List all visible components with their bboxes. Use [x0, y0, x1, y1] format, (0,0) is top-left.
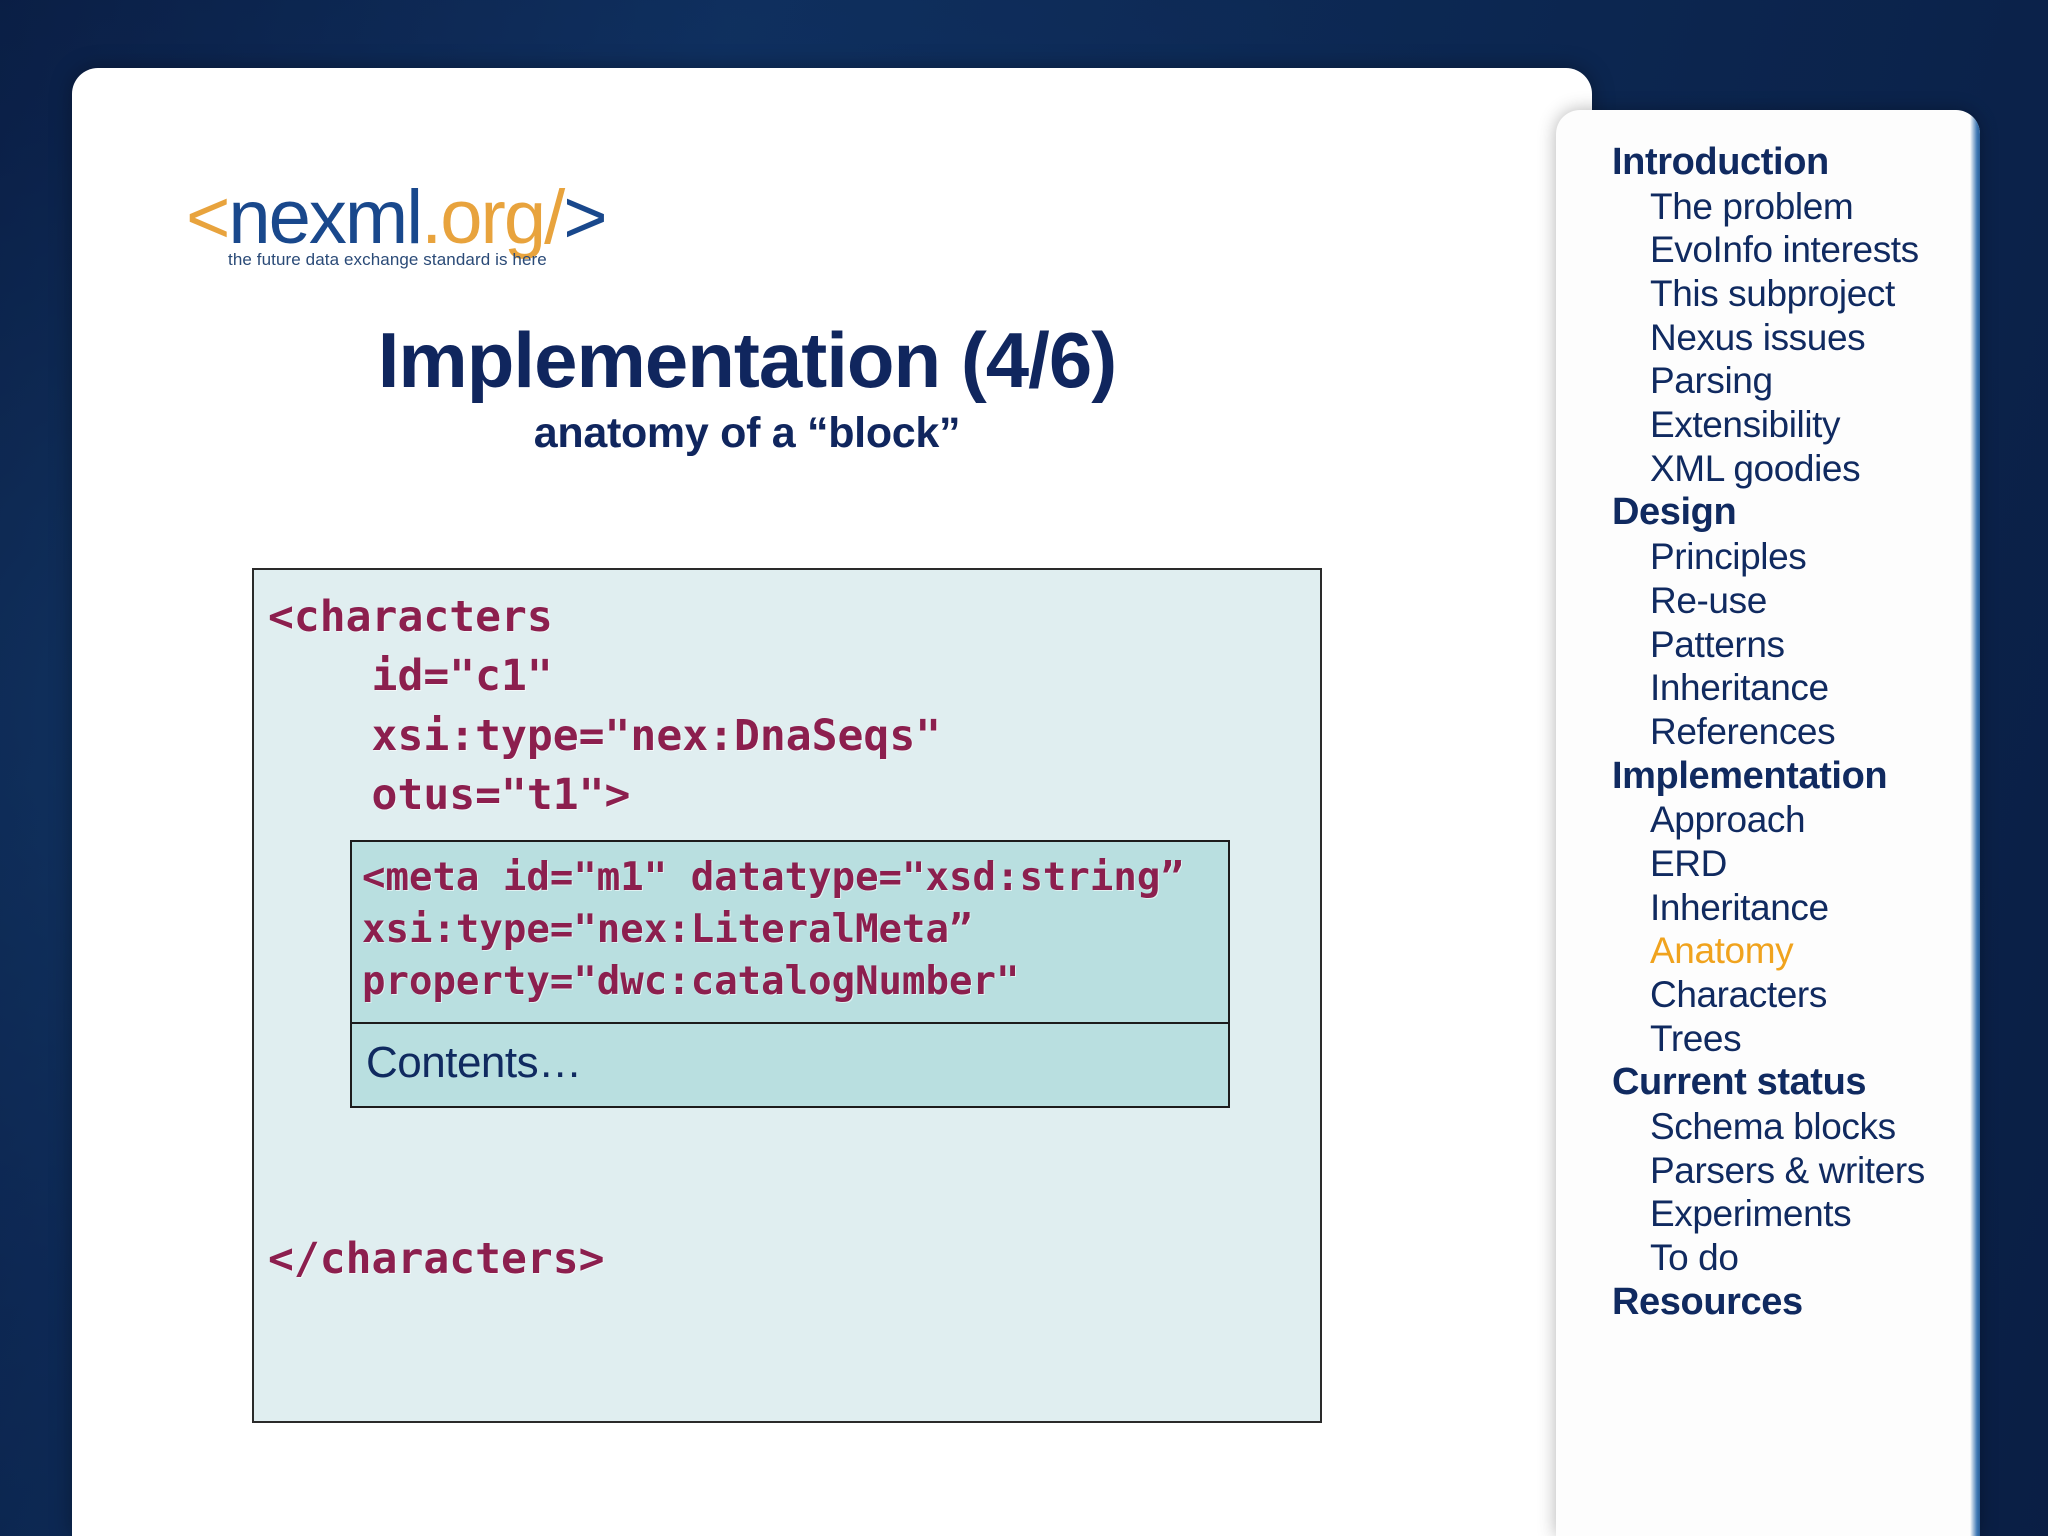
sidebar-item-to-do[interactable]: To do: [1650, 1237, 1739, 1279]
sidebar-section-implementation[interactable]: Implementation: [1612, 754, 1888, 797]
logo-tagline: the future data exchange standard is her…: [228, 250, 547, 269]
meta-contents-label: Contents…: [366, 1037, 582, 1087]
sidebar-item-approach[interactable]: Approach: [1650, 799, 1806, 841]
code-line: xsi:type="nex:LiteralMeta”: [362, 906, 973, 952]
code-line-closing: </characters>: [268, 1234, 605, 1284]
sidebar-section-current-status[interactable]: Current status: [1612, 1061, 1867, 1104]
closing-tag-wrap: </characters>: [254, 1230, 1320, 1289]
sidebar-item-re-use[interactable]: Re-use: [1650, 579, 1767, 621]
logo-angle-open-icon: <: [186, 175, 230, 260]
sidebar-item-schema-blocks[interactable]: Schema blocks: [1650, 1106, 1896, 1148]
sidebar-item-references[interactable]: References: [1650, 710, 1836, 752]
xml-code-block: <characters id="c1" xsi:type="nex:DnaSeq…: [252, 568, 1322, 1423]
main-slide-panel: <nexml.org/> the future data exchange st…: [72, 68, 1592, 1536]
sidebar-item-this-subproject[interactable]: This subproject: [1650, 273, 1895, 315]
meta-element-box: <meta id="m1" datatype="xsd:string” xsi:…: [350, 840, 1230, 1108]
sidebar-item-parsing[interactable]: Parsing: [1650, 360, 1773, 402]
sidebar-item-inheritance[interactable]: Inheritance: [1650, 667, 1829, 709]
code-line: property="dwc:catalogNumber": [362, 958, 1020, 1004]
meta-divider: [352, 1021, 1228, 1024]
sidebar-item-inheritance[interactable]: Inheritance: [1650, 886, 1829, 928]
sidebar-item-extensibility[interactable]: Extensibility: [1650, 404, 1841, 446]
sidebar-section-resources[interactable]: Resources: [1612, 1280, 1803, 1323]
title-group: Implementation (4/6) anatomy of a “block…: [72, 316, 1592, 458]
code-line: id="c1": [268, 651, 553, 702]
code-line: <meta id="m1" datatype="xsd:string”: [362, 855, 1184, 900]
sidebar-section-introduction[interactable]: Introduction: [1612, 141, 1829, 183]
logo-wordmark: <nexml.org/>: [186, 180, 706, 256]
code-line: xsi:type="nex:DnaSeqs": [268, 710, 942, 761]
sidebar-item-parsers-writers[interactable]: Parsers & writers: [1650, 1149, 1925, 1191]
meta-code-group: <meta id="m1" datatype="xsd:string” xsi:…: [352, 842, 1228, 1022]
sidebar-item-characters[interactable]: Characters: [1650, 973, 1827, 1015]
logo-slash-icon: /: [544, 175, 565, 260]
nexml-logo[interactable]: <nexml.org/> the future data exchange st…: [186, 180, 706, 270]
sidebar-item-principles[interactable]: Principles: [1650, 536, 1807, 578]
page-title: Implementation (4/6): [377, 316, 1117, 404]
sidebar-item-the-problem[interactable]: The problem: [1650, 185, 1854, 227]
sidebar-item-erd[interactable]: ERD: [1650, 843, 1727, 885]
sidebar-item-evoinfo-interests[interactable]: EvoInfo interests: [1650, 229, 1919, 271]
sidebar-section-design[interactable]: Design: [1612, 491, 1737, 534]
sidebar-item-trees[interactable]: Trees: [1650, 1017, 1742, 1059]
sidebar-item-patterns[interactable]: Patterns: [1650, 623, 1785, 665]
sidebar-item-nexus-issues[interactable]: Nexus issues: [1650, 316, 1866, 358]
sidebar-item-xml-goodies[interactable]: XML goodies: [1650, 447, 1861, 489]
logo-org-text: .org: [421, 175, 546, 260]
sidebar-item-experiments[interactable]: Experiments: [1650, 1193, 1852, 1235]
logo-name-text: nexml: [228, 175, 423, 260]
sidebar-item-anatomy[interactable]: Anatomy: [1650, 930, 1794, 972]
logo-angle-close-icon: >: [563, 175, 607, 260]
code-line: <characters: [268, 592, 553, 642]
code-line: otus="t1">: [268, 769, 631, 820]
page-subtitle: anatomy of a “block”: [533, 409, 961, 458]
